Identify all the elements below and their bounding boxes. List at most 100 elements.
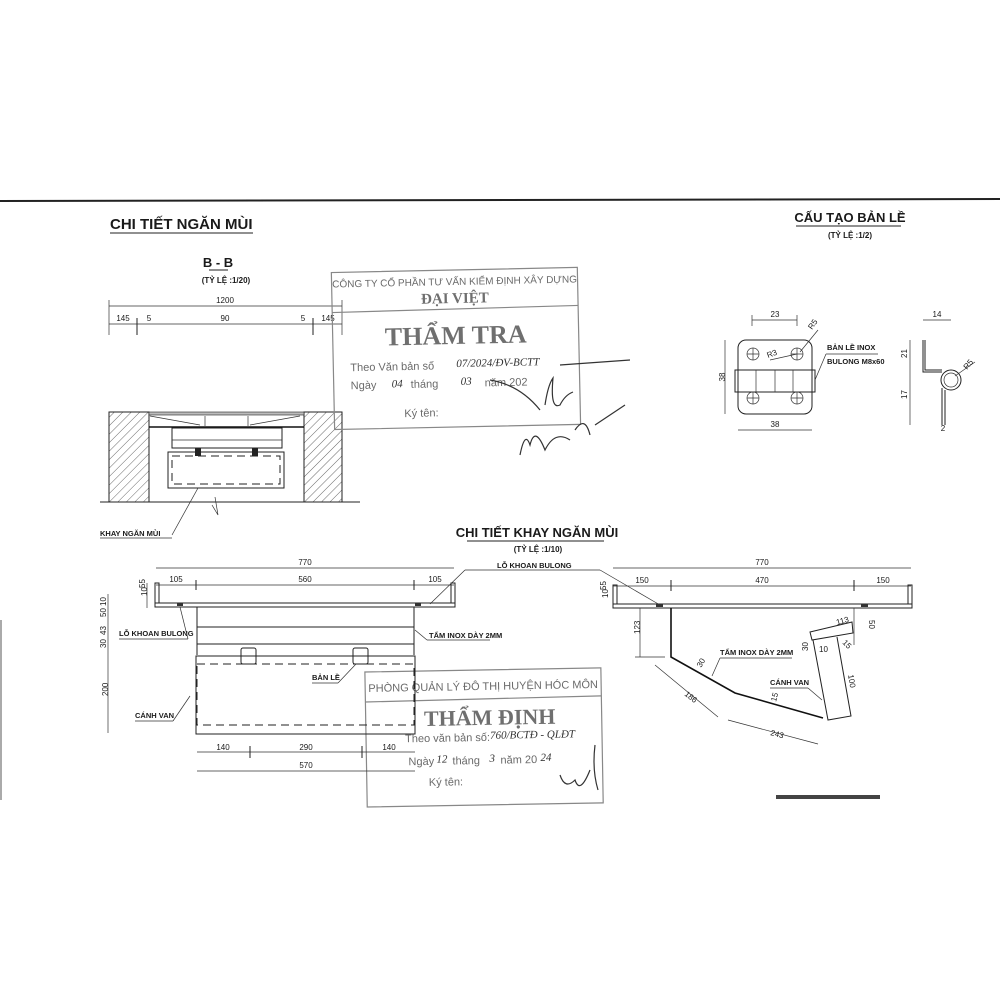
dim-d: 5 (301, 314, 306, 323)
signature-review (489, 359, 631, 456)
side-dim-v1: 10 (601, 589, 610, 598)
hinge-r3: R3 (766, 348, 779, 360)
stamp-approval-month: 3 (488, 753, 495, 765)
side-door (812, 636, 852, 721)
hinge-side-upper: 21 (900, 349, 909, 358)
stamp-review: CÔNG TY CỔ PHẦN TƯ VẤN KIỂM ĐỊNH XÂY DỰN… (330, 266, 582, 431)
stamp-approval-day-label: Ngày (408, 756, 434, 768)
hinge-side-width: 14 (933, 310, 942, 319)
front-dim-bottom-total: 570 (299, 761, 313, 770)
signature-approval (559, 744, 599, 791)
tray-title: CHI TIẾT KHAY NGĂN MÙI (456, 525, 619, 540)
front-label-bolt-hole: LỖ KHOAN BULONG (119, 629, 194, 638)
front-dim-v2: 55 (138, 579, 147, 588)
stamp-review-name: ĐẠI VIỆT (421, 289, 489, 307)
stamp-approval-doc-label: Theo văn bản số: (405, 732, 490, 745)
hinge-dim-hole-spacing: 23 (771, 310, 780, 319)
hinge-plate (737, 339, 813, 415)
door-panel (195, 655, 416, 735)
label-tray: KHAY NGĂN MÙI (100, 529, 160, 538)
hinge-mark-2 (352, 647, 369, 665)
side-dim-drop: 123 (633, 620, 642, 634)
stamp-review-month-label: tháng (411, 378, 439, 391)
front-dim-v7: 200 (101, 682, 110, 696)
tray-front-view: 770 105 560 105 10 55 10 50 43 30 200 (99, 558, 502, 772)
side-dim-len1: 186 (683, 689, 699, 705)
side-dim-ang1: 30 (695, 656, 708, 669)
hinge-r5: R5 (806, 317, 820, 331)
stamp-review-year-label: năm 202 (485, 376, 528, 389)
dim-total: 1200 (216, 296, 234, 305)
side-label-door: CÁNH VAN (770, 678, 809, 687)
scan-mark (776, 795, 880, 799)
stamp-review-company: CÔNG TY CỔ PHẦN TƯ VẤN KIỂM ĐỊNH XÂY DỰN… (332, 272, 577, 290)
side-dim-r50: 50 (867, 620, 876, 629)
side-dim-a15: 15 (841, 638, 854, 651)
front-label-door: CÁNH VAN (135, 711, 174, 720)
stamp-approval: PHÒNG QUẢN LÝ ĐÔ THỊ HUYỆN HÓC MÔN THẨM … (364, 667, 604, 808)
stamp-review-month: 03 (461, 376, 473, 388)
stamp-review-doc-value: 07/2024/ĐV-BCTT (456, 356, 540, 370)
stamp-approval-month-label: tháng (452, 755, 480, 767)
front-dim-mid: 560 (298, 575, 312, 584)
hinge-mark-1 (240, 647, 257, 665)
dim-e: 145 (321, 314, 335, 323)
side-plate (670, 608, 824, 719)
hinge-title: CẤU TẠO BẢN LỀ (794, 210, 906, 225)
dim-a: 145 (116, 314, 130, 323)
front-dim-v4: 50 (99, 608, 108, 617)
stamp-approval-year-label: năm 20 (500, 754, 537, 767)
stamp-review-day-label: Ngày (351, 380, 377, 393)
front-dim-v5: 43 (99, 626, 108, 635)
front-dim-bottom-right: 140 (382, 743, 396, 752)
side-dim-v2: 55 (599, 581, 608, 590)
hinge-label-2: BULONG M8x60 (827, 357, 885, 366)
front-dim-total: 770 (298, 558, 312, 567)
tray-scale: (TỶ LỆ :1/10) (514, 545, 563, 554)
hinge-detail: CẤU TẠO BẢN LỀ (TỶ LỆ :1/2) 23 38 38 R3 … (718, 210, 975, 433)
stamp-approval-sign-label: Ký tên: (429, 776, 463, 789)
front-label-hinge: BẢN LỀ (312, 672, 340, 682)
dim-b: 5 (147, 314, 152, 323)
wall-left (108, 411, 150, 503)
section-view-label: B - B (203, 255, 233, 270)
stamp-approval-day: 12 (436, 754, 448, 766)
hinge-thickness: 2 (941, 424, 946, 433)
label-bolt-hole-top: LỖ KHOAN BULONG (497, 561, 572, 570)
stamp-review-action: THẨM TRA (385, 319, 528, 351)
section-title: CHI TIẾT NGĂN MÙI (110, 215, 253, 233)
side-dim-s30: 30 (801, 642, 810, 651)
side-dim-top: 113 (835, 615, 850, 627)
stamp-review-doc-label: Theo Văn bản số (350, 360, 434, 374)
wall-right (303, 411, 343, 503)
front-dim-right: 105 (428, 575, 442, 584)
side-dim-len2: 243 (769, 728, 785, 740)
sheet-border-top (0, 198, 1000, 202)
stamp-approval-office: PHÒNG QUẢN LÝ ĐÔ THỊ HUYỆN HÓC MÔN (368, 678, 598, 695)
hinge-side-r5: R5 (962, 357, 976, 371)
hinge-label-1: BẢN LỀ INOX (827, 342, 875, 352)
stamp-approval-year: 24 (540, 752, 552, 764)
stamp-approval-action: THẨM ĐỊNH (424, 704, 556, 731)
hinge-scale: (TỶ LỆ :1/2) (828, 231, 872, 240)
stamp-approval-doc-value: 760/BCTĐ - QLĐT (490, 728, 576, 741)
hinge-dim-width: 38 (771, 420, 780, 429)
front-dim-bottom-mid: 290 (299, 743, 313, 752)
side-dim-door: 100 (846, 674, 857, 689)
stamp-review-day: 04 (392, 378, 404, 390)
section-bb: CHI TIẾT NGĂN MÙI B - B (TỶ LỆ :1/20) 12… (100, 215, 360, 539)
front-dim-v6: 30 (99, 639, 108, 648)
tray-side-view: 770 150 470 150 10 55 123 113 50 30 10 1… (599, 558, 913, 745)
front-dim-bottom-left: 140 (216, 743, 230, 752)
hinge-side-lower: 17 (900, 390, 909, 399)
hinge-dim-height: 38 (718, 372, 727, 381)
front-dim-v3: 10 (99, 597, 108, 606)
side-dim-right: 150 (876, 576, 890, 585)
side-dim-mid: 470 (755, 576, 769, 585)
front-dim-left: 105 (169, 575, 183, 584)
front-dim-v1: 10 (140, 587, 149, 596)
section-scale: (TỶ LỆ :1/20) (202, 276, 251, 285)
side-dim-total: 770 (755, 558, 769, 567)
side-dim-ang2: 15 (769, 691, 780, 702)
